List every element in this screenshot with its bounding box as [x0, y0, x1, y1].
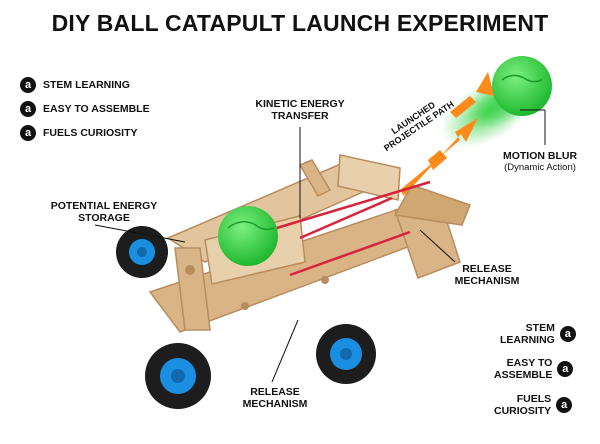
trajectory-arrows [400, 72, 494, 196]
callout-line: MECHANISM [242, 398, 308, 410]
amazon-icon: a [20, 125, 36, 141]
feature-line: STEM [525, 322, 555, 334]
front-left-wheel [145, 343, 211, 409]
amazon-icon: a [556, 397, 573, 413]
callout-release-mechanism-right: RELEASE MECHANISM [442, 263, 532, 287]
loaded-ball [218, 206, 278, 266]
feature-label: STEM LEARNING [43, 79, 130, 91]
feature-fuels-curiosity-right: FUELS CURIOSITY a [494, 393, 573, 417]
callout-subtitle: (Dynamic Action) [504, 162, 576, 173]
rear-wheel [116, 226, 168, 278]
rubber-bands [269, 180, 431, 277]
front-right-wheel [316, 324, 376, 384]
callout-potential-energy: POTENTIAL ENERGY STORAGE [40, 200, 168, 224]
feature-line: LEARNING [500, 334, 555, 346]
callout-line: TRANSFER [271, 110, 329, 122]
feature-text: STEM LEARNING [500, 322, 555, 346]
feature-fuels-curiosity: a FUELS CURIOSITY [20, 125, 138, 141]
feature-label: FUELS CURIOSITY [43, 127, 138, 139]
amazon-icon: a [559, 326, 576, 342]
flying-ball [492, 56, 552, 116]
amazon-icon: a [557, 361, 574, 377]
amazon-icon: a [20, 77, 36, 93]
callout-line: KINETIC ENERGY [255, 98, 345, 110]
catapult-frame [148, 154, 471, 333]
feature-easy-to-assemble: a EASY TO ASSEMBLE [20, 101, 150, 117]
callout-release-mechanism-bottom: RELEASE MECHANISM [230, 386, 320, 410]
callout-line: RELEASE [462, 263, 512, 275]
feature-line: FUELS [516, 393, 552, 405]
feature-text: FUELS CURIOSITY [494, 393, 551, 417]
page-title: DIY BALL CATAPULT LAUNCH EXPERIMENT [51, 10, 549, 36]
feature-stem-learning: a STEM LEARNING [20, 77, 130, 93]
feature-text: EASY TO ASSEMBLE [494, 357, 552, 381]
callout-line: RELEASE [250, 386, 300, 398]
callout-motion-blur: MOTION BLUR (Dynamic Action) [494, 150, 586, 174]
callout-kinetic-energy: KINETIC ENERGY TRANSFER [248, 98, 352, 122]
callout-line: MOTION BLUR [502, 150, 578, 162]
callout-line: STORAGE [78, 212, 130, 224]
callout-line: POTENTIAL ENERGY [50, 200, 158, 212]
feature-line: CURIOSITY [494, 405, 552, 417]
feature-line: ASSEMBLE [494, 369, 553, 381]
callout-leader-lines [94, 109, 546, 383]
amazon-icon: a [20, 101, 36, 117]
feature-label: EASY TO ASSEMBLE [43, 103, 150, 115]
callout-line: MECHANISM [454, 275, 520, 287]
feature-line: EASY TO [506, 357, 553, 369]
feature-easy-to-assemble-right: EASY TO ASSEMBLE a [494, 357, 574, 381]
feature-stem-learning-right: STEM LEARNING a [500, 322, 576, 346]
